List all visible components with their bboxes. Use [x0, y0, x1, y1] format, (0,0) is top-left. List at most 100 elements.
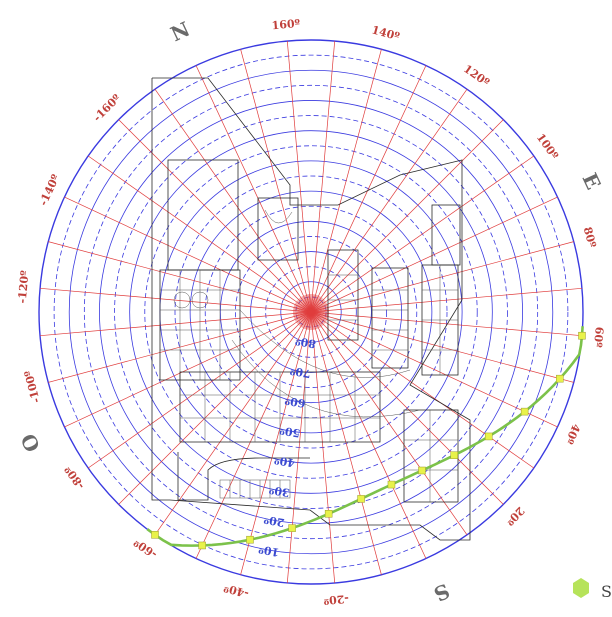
right-column-a	[371, 267, 409, 369]
cardinal-label: N	[167, 17, 194, 46]
azimuth-label: 140º	[370, 23, 401, 43]
altitude-circle	[38, 39, 584, 585]
azimuth-label: 40º	[562, 422, 583, 447]
azimuth-line	[310, 311, 382, 575]
altitude-circle	[144, 145, 478, 479]
altitude-circle	[280, 281, 342, 343]
sun-hour-marker	[357, 495, 365, 503]
azimuth-line	[64, 196, 312, 313]
azimuth-line	[48, 311, 312, 383]
azimuth-label: 160º	[271, 17, 301, 32]
altitude-circle	[129, 130, 493, 494]
azimuth-line	[154, 311, 312, 536]
azimuth-label: 80º	[581, 226, 599, 250]
azimuth-line	[310, 41, 336, 313]
left-room-grid	[160, 270, 240, 380]
stair-lines	[229, 480, 281, 498]
sun-hour-marker	[520, 407, 529, 416]
azimuth-line	[310, 65, 427, 313]
azimuth-line	[286, 311, 312, 583]
azimuth-line	[310, 88, 468, 313]
sun-hour-marker	[484, 432, 493, 441]
top-curve	[264, 209, 293, 224]
azimuth-line	[195, 65, 312, 313]
azimuth-line	[310, 155, 535, 313]
lower-left-structure	[177, 452, 310, 501]
azimuth-line	[310, 311, 468, 536]
azimuth-label: 120º	[461, 62, 492, 89]
legend-label: S	[601, 582, 612, 601]
bottom-right-rooms	[404, 410, 458, 502]
azimuth-line	[87, 311, 312, 469]
altitude-label: 50º	[278, 423, 301, 440]
stair-block	[219, 479, 291, 499]
azimuth-label: -100º	[22, 369, 43, 405]
sun-hour-marker	[151, 531, 159, 539]
legend-sun-marker	[573, 578, 589, 598]
azimuth-label: -120º	[16, 269, 32, 304]
top-center-block	[257, 197, 299, 261]
sun-hour-marker	[387, 480, 396, 489]
sun-hour-marker	[198, 541, 206, 550]
sun-hour-marker	[324, 510, 333, 518]
sun-hour-marker	[578, 331, 586, 340]
building-floor-plan	[151, 77, 471, 541]
azimuth-label: 60º	[591, 326, 606, 348]
curved-path-2	[239, 309, 411, 378]
altitude-circle	[295, 296, 327, 328]
azimuth-line	[64, 311, 312, 428]
azimuth-line	[310, 311, 558, 428]
azimuth-line	[48, 241, 312, 313]
cardinal-label: E	[577, 169, 605, 193]
altitude-circle	[174, 175, 448, 449]
azimuth-line	[310, 311, 574, 383]
altitude-label: 40º	[273, 453, 296, 470]
altitude-circle	[250, 251, 372, 373]
azimuth-label: 20º	[503, 504, 527, 528]
site-boundary	[151, 77, 471, 541]
azimuth-line	[310, 241, 574, 313]
altitude-circle	[189, 190, 433, 434]
azimuth-label: -140º	[37, 172, 63, 208]
altitude-label: 20º	[262, 513, 285, 530]
altitude-label: 70º	[289, 364, 312, 381]
azimuth-label: -40º	[222, 581, 250, 600]
altitude-circle	[265, 266, 357, 358]
azimuth-line	[118, 311, 312, 505]
altitude-circle	[53, 54, 569, 570]
altitude-label: 60º	[283, 393, 306, 410]
center-ray	[304, 295, 312, 313]
altitude-circle	[204, 205, 418, 419]
azimuth-line	[310, 311, 504, 505]
center-column	[327, 249, 359, 341]
azimuth-line	[310, 287, 582, 313]
altitude-label: 80º	[294, 334, 317, 351]
cardinal-label: S	[430, 579, 453, 607]
azimuth-line	[310, 311, 336, 583]
classroom-dividers	[180, 372, 380, 442]
sun-hour-marker	[450, 451, 458, 459]
azimuth-line	[310, 311, 582, 337]
azimuth-line	[240, 49, 312, 313]
cardinal-label: O	[16, 430, 45, 456]
azimuth-line	[40, 311, 312, 337]
azimuth-line	[154, 88, 312, 313]
azimuth-line	[310, 119, 504, 313]
azimuth-label: -20º	[322, 592, 349, 607]
right-tower	[431, 204, 461, 266]
azimuth-label: -60º	[131, 535, 160, 560]
azimuth-line	[195, 311, 312, 559]
altitude-circle	[99, 100, 523, 524]
sun-path	[146, 326, 586, 550]
azimuth-label: 100º	[534, 131, 561, 162]
azimuth-label: -80º	[62, 463, 87, 492]
altitude-circle	[114, 115, 508, 509]
altitude-circle	[68, 69, 554, 555]
azimuth-line	[310, 196, 558, 313]
legend: S	[573, 578, 612, 601]
altitude-circle	[235, 236, 387, 388]
altitude-label: 30º	[268, 483, 291, 500]
azimuth-line	[310, 311, 427, 559]
azimuth-line	[286, 41, 312, 313]
